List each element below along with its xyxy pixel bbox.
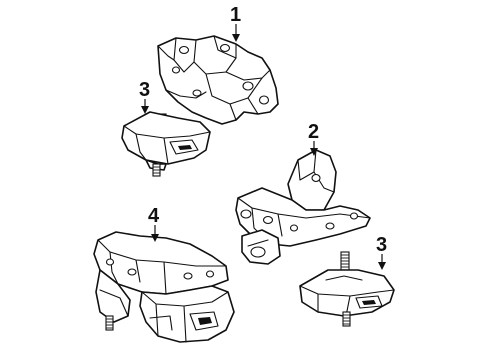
callout-label-3b: 3	[376, 234, 387, 256]
callout-3b: 3	[376, 234, 387, 270]
engine-mount-bracket-right	[235, 149, 371, 265]
callout-1: 1	[230, 4, 241, 42]
callout-label-4: 4	[148, 205, 160, 227]
rubber-insulator-lower-right	[299, 251, 395, 327]
callout-label-2: 2	[308, 121, 319, 143]
rubber-insulator-upper-left	[121, 111, 211, 177]
callout-4: 4	[148, 205, 160, 242]
callout-label-3a: 3	[139, 79, 150, 101]
callout-3a: 3	[139, 79, 150, 114]
callout-2: 2	[308, 121, 319, 156]
callout-label-1: 1	[230, 4, 241, 26]
engine-mount-bracket-top	[157, 35, 279, 125]
transmission-mount-crossmember	[93, 231, 235, 343]
